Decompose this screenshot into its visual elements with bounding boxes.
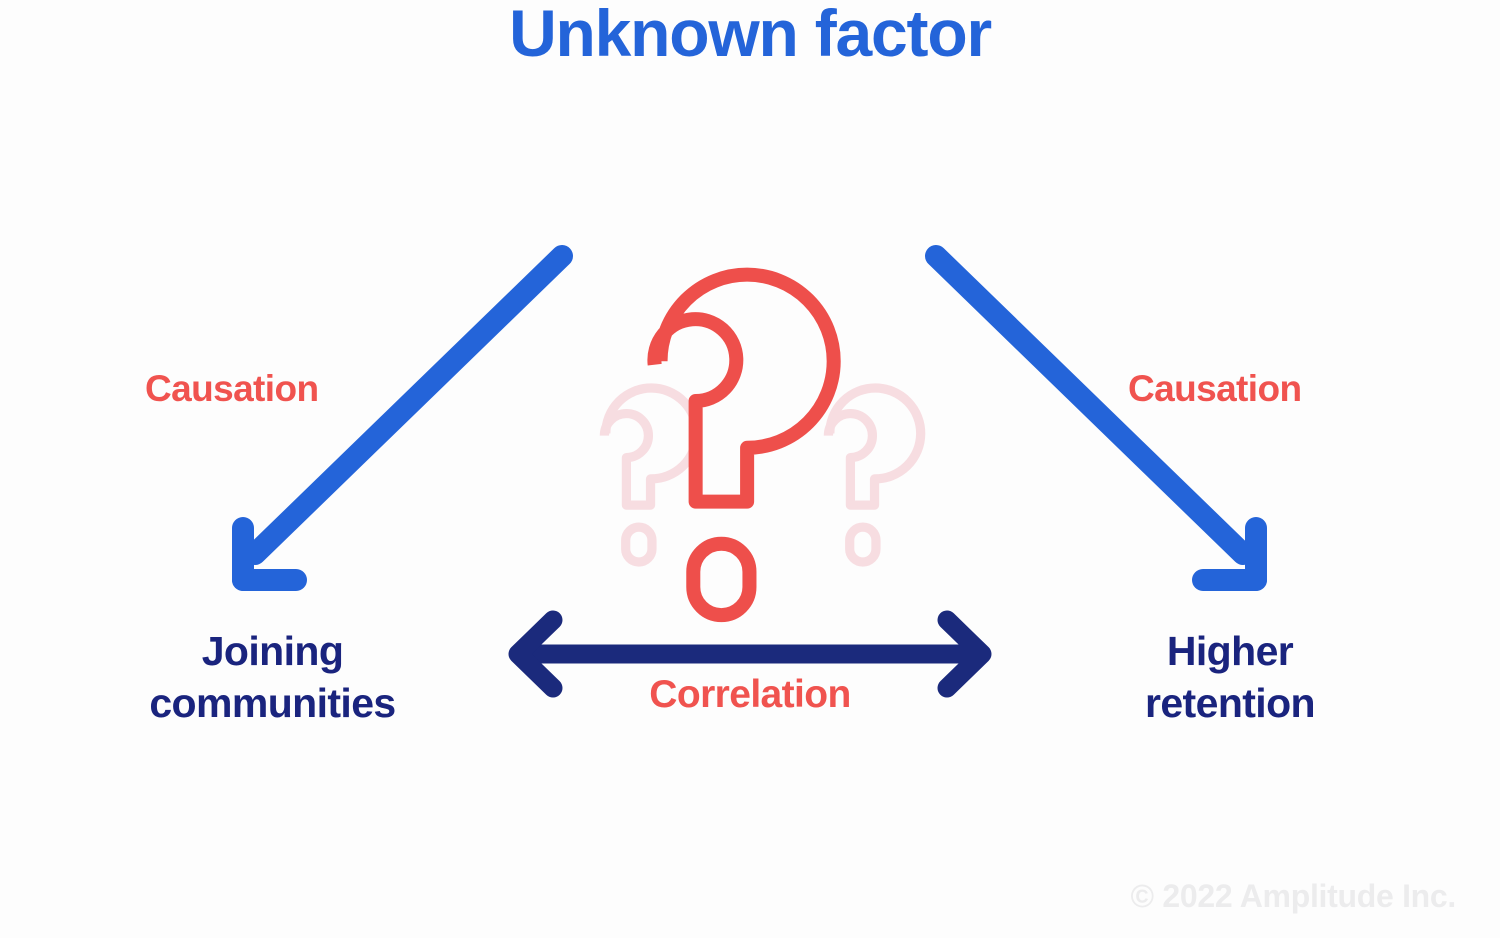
- node-label-joining-communities: Joining communities: [149, 628, 396, 727]
- edge-label-causation-left: Causation: [145, 368, 319, 409]
- arrow-down-left-icon: [232, 245, 573, 591]
- question-mark-icon: [647, 267, 841, 623]
- question-mark-icon-faded-left: [599, 383, 702, 567]
- edge-label-correlation: Correlation: [649, 673, 851, 716]
- copyright-notice: © 2022 Amplitude Inc.: [1130, 878, 1456, 914]
- question-mark-icon-faded-right: [823, 383, 926, 567]
- double-headed-horizontal-arrow-icon: [508, 610, 992, 698]
- edge-label-causation-right: Causation: [1128, 368, 1302, 409]
- node-label-higher-retention: Higher retention: [1145, 628, 1316, 727]
- page-title: Unknown factor: [509, 0, 992, 70]
- arrow-down-right-icon: [925, 245, 1267, 591]
